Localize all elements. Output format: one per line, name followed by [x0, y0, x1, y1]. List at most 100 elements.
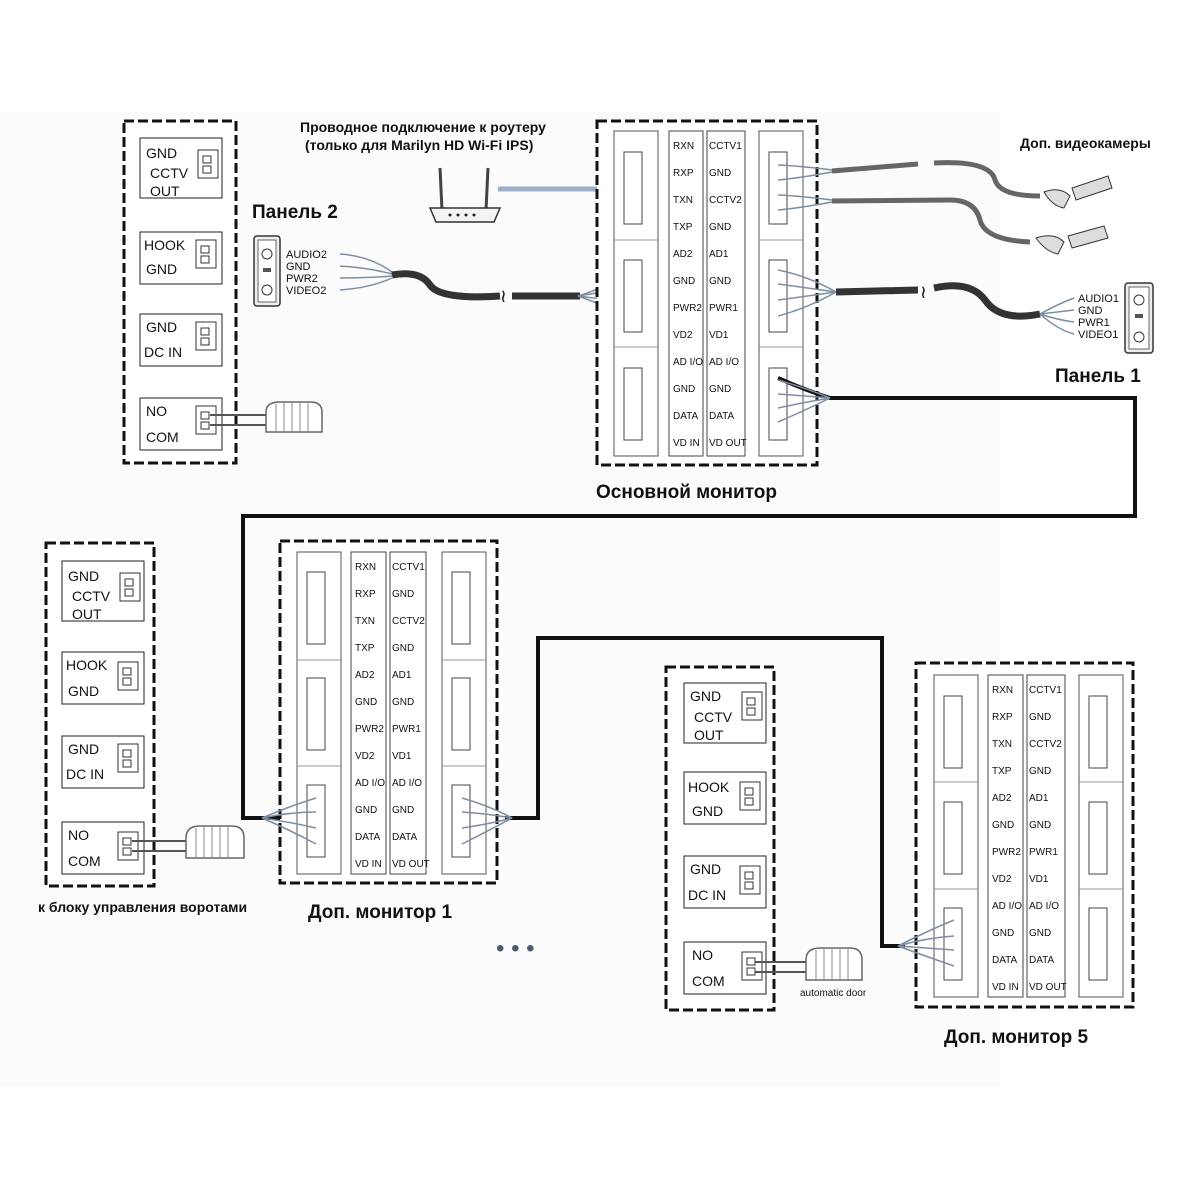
router-icon: [428, 167, 502, 223]
aux-m1-out: OUT: [72, 606, 102, 622]
monitor-5-labels-right-4: AD1: [1029, 793, 1049, 804]
monitor-1-labels-left-10: DATA: [355, 832, 381, 843]
monitor-5: [914, 661, 1135, 1009]
door-lock-icon: [805, 947, 863, 981]
aux-m5-hook: HOOK: [688, 779, 730, 795]
panel1-pin-2: GND: [1078, 305, 1103, 317]
aux-top-dcin: DC IN: [144, 344, 182, 360]
monitor-5-labels-left-2: TXN: [992, 739, 1012, 750]
panel2-pin-4: VIDEO2: [286, 285, 326, 297]
monitor-1-labels-left-11: VD IN: [355, 859, 382, 870]
panel2-wires: [339, 253, 393, 291]
main-monitor-labels-right-11: VD OUT: [709, 438, 747, 449]
main-monitor-labels-left-7: VD2: [673, 330, 693, 341]
automatic-door-caption: automatic door: [800, 988, 867, 999]
main-monitor-labels-left-1: RXP: [673, 168, 694, 179]
monitor-1-labels-right-2: CCTV2: [392, 616, 425, 627]
main-monitor-labels-right-7: VD1: [709, 330, 729, 341]
monitor-1-labels-right-0: CCTV1: [392, 562, 425, 573]
aux-m5-gnd2: GND: [692, 803, 723, 819]
panel2-pin-2: GND: [286, 261, 311, 273]
cctv-camera-1-icon: [1043, 175, 1113, 209]
monitor-5-labels-left-10: DATA: [992, 955, 1018, 966]
cctv-camera-2-icon: [1035, 225, 1109, 255]
camera2-cable: [831, 197, 1031, 245]
cable-break-1: ≀: [500, 286, 507, 306]
monitor-5-labels-left-3: TXP: [992, 766, 1012, 777]
cameras-caption: Доп. видеокамеры: [1020, 135, 1151, 151]
monitor-1-labels-right-3: GND: [392, 643, 414, 654]
aux-m5-com: COM: [692, 973, 725, 989]
main-monitor-labels-left-2: TXN: [673, 195, 693, 206]
camera1-cable-a: [831, 161, 919, 174]
monitor-1-labels-right-9: GND: [392, 805, 414, 816]
router-caption-line1: Проводное подключение к роутеру: [300, 119, 546, 135]
panel1-cable-a: [835, 286, 919, 296]
main-monitor-labels-right-6: PWR1: [709, 303, 738, 314]
doorbell-panel-2: [253, 235, 281, 307]
aux-m5-cctv: CCTV: [694, 709, 733, 725]
monitor-1-labels-left-8: AD I/O: [355, 778, 385, 789]
main-monitor-labels-right-1: GND: [709, 168, 731, 179]
aux-top-gnd2: GND: [146, 261, 177, 277]
aux-top-out: OUT: [150, 183, 180, 199]
aux-m5-gnd3: GND: [690, 861, 721, 877]
main-monitor-labels-right-9: GND: [709, 384, 731, 395]
aux-m5-gnd1: GND: [690, 688, 721, 704]
aux-box-m1: GND CCTV OUT HOOK GND GND DC IN NO COM: [44, 541, 245, 888]
main-monitor-labels-left-6: PWR2: [673, 303, 702, 314]
aux-top-no: NO: [146, 403, 167, 419]
main-monitor-labels-right-3: GND: [709, 222, 731, 233]
aux-top-hook: HOOK: [144, 237, 186, 253]
monitor-5-labels-right-2: CCTV2: [1029, 739, 1062, 750]
main-monitor-labels-right-5: GND: [709, 276, 731, 287]
doorbell-panel-1: [1124, 282, 1154, 354]
main-monitor-labels-left-3: TXP: [673, 222, 693, 233]
monitor-5-title: Доп. монитор 5: [944, 1027, 1089, 1048]
monitor-5-labels-left-9: GND: [992, 928, 1014, 939]
aux-m5-dcin: DC IN: [688, 887, 726, 903]
monitor-1-labels-right-4: AD1: [392, 670, 412, 681]
panel2-title: Панель 2: [252, 202, 338, 223]
monitor-1-labels-right-6: PWR1: [392, 724, 421, 735]
camera1-cable-b: [933, 160, 1041, 199]
monitor-5-labels-left-4: AD2: [992, 793, 1012, 804]
panel1-pin-1: AUDIO1: [1078, 293, 1119, 305]
m5-wires: [897, 919, 955, 967]
aux-top-gnd1: GND: [146, 145, 177, 161]
monitor-1-labels-left-3: TXP: [355, 643, 375, 654]
bus-wires-main: [777, 379, 831, 423]
monitor-1-labels-left-7: VD2: [355, 751, 375, 762]
main-monitor-labels-left-8: AD I/O: [673, 357, 703, 368]
aux-m5-out: OUT: [694, 727, 724, 743]
main-monitor-labels-right-2: CCTV2: [709, 195, 742, 206]
panel2-pin-3: PWR2: [286, 273, 318, 285]
monitor-5-labels-left-5: GND: [992, 820, 1014, 831]
monitor-1-labels-right-5: GND: [392, 697, 414, 708]
monitor-5-labels-left-1: RXP: [992, 712, 1013, 723]
cable-break-2: ≀: [920, 282, 927, 302]
monitor-1-labels-left-1: RXP: [355, 589, 376, 600]
monitor-1-labels-right-7: VD1: [392, 751, 412, 762]
monitor-5-labels-left-6: PWR2: [992, 847, 1021, 858]
monitor-1-labels-right-10: DATA: [392, 832, 418, 843]
monitor-1-labels-left-5: GND: [355, 697, 377, 708]
gate-caption: к блоку управления воротами: [38, 899, 247, 915]
main-monitor-labels-left-4: AD2: [673, 249, 693, 260]
bus-line-m1-to-m5: [505, 636, 905, 948]
monitor-5-labels-right-8: AD I/O: [1029, 901, 1059, 912]
more-monitors-ellipsis: • • •: [496, 935, 535, 962]
m1-wires-right: [461, 797, 513, 845]
monitor-1-labels-left-6: PWR2: [355, 724, 384, 735]
panel1-pin-3: PWR1: [1078, 317, 1110, 329]
aux-box-m5: GND CCTV OUT HOOK GND GND DC IN NO COM: [664, 665, 863, 1012]
panel1-wires: [1039, 297, 1075, 335]
aux-m1-gnd2: GND: [68, 683, 99, 699]
aux-m1-cctv: CCTV: [72, 588, 111, 604]
monitor-5-labels-right-1: GND: [1029, 712, 1051, 723]
aux-top-com: COM: [146, 429, 179, 445]
monitor-5-labels-right-7: VD1: [1029, 874, 1049, 885]
